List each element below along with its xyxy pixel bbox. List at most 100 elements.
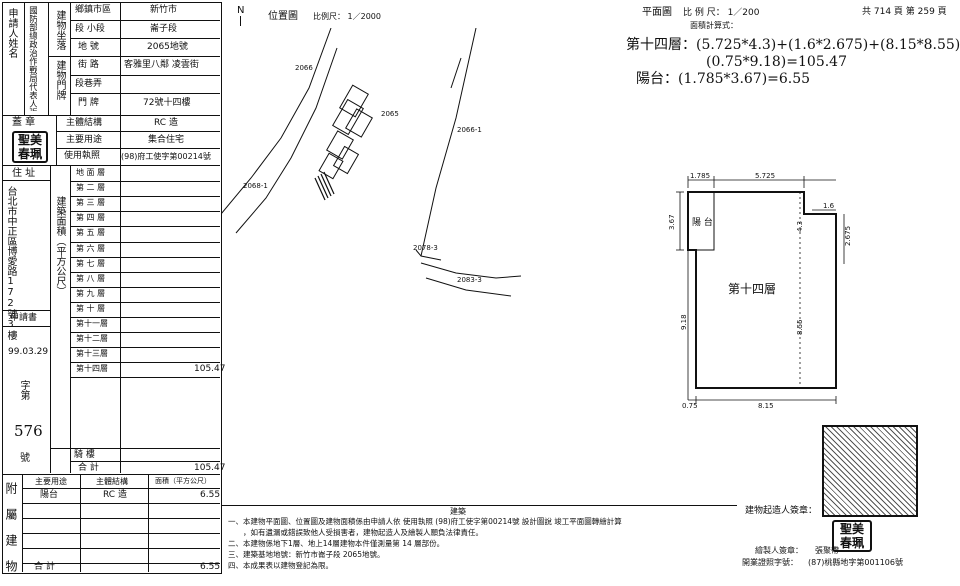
number-label: 門 牌 [78, 98, 99, 108]
annex-col-usage: 主要用途 [35, 477, 67, 486]
floor-row-label: 第 三 層 [76, 198, 106, 208]
dimension-inner-d: 8.55 [796, 319, 804, 335]
site-scale: 比例尺： 1／2000 [313, 12, 381, 21]
city-value: 新竹市 [150, 5, 178, 15]
application-word: 字第 [18, 380, 29, 400]
applicant-value: 國防部總政治作戰局代表人張局長明我 [28, 6, 37, 111]
floor-row-label: 第 二 層 [76, 183, 106, 193]
location-label: 建物坐落 [54, 10, 65, 50]
sheet-info: 共 714 頁 第 259 頁 [862, 7, 947, 17]
lot-number-label: 2066-1 [457, 126, 482, 134]
site-plan-label: 位置圖 [268, 11, 298, 22]
dimension-left-c: 9.18 [680, 314, 688, 330]
usage-label: 主要用途 [66, 135, 103, 145]
lot-number-label: 2078-3 [413, 244, 438, 252]
dimension-inner-a: 4.3 [796, 221, 804, 232]
section-value: 崙子段 [150, 24, 178, 34]
annex-total-value: 6.55 [200, 562, 221, 572]
lot-label: 地 號 [78, 42, 99, 52]
notes-title: 建築 [450, 507, 466, 516]
lot-number-label: 2066 [295, 64, 313, 72]
formula-floor14-line1: 第十四層：(5.725*4.3)+(1.6*2.675)+(8.15*8.55)… [626, 37, 960, 53]
note-line: 四、本成果表以建物登記為限。 [228, 561, 333, 570]
floor-scale: 比 例 尺： 1／200 [683, 8, 760, 18]
lot-value: 2065地號 [147, 42, 188, 52]
dimension-right-b: 2.675 [844, 226, 852, 246]
address-value: 台北市中正區博愛路172號3樓 [5, 186, 16, 340]
doorplate-label: 建物門牌 [54, 60, 65, 100]
note-line: 二、本建物係地下1層、地上14層建物本件僅測量第 14 層部份。 [228, 539, 445, 548]
note-line: ，如有遺漏或錯誤致他人受損害者，建物起造人及繪製人願負法律責任。 [228, 528, 483, 537]
usage-value: 集合住宅 [148, 135, 185, 145]
license-number-label: 開業證照字號： [742, 558, 798, 567]
total-label: 合 計 [78, 463, 99, 473]
application-label: 申請書 [10, 313, 38, 323]
drafter-label: 繪製人簽章： [755, 546, 803, 555]
address-label: 住 址 [12, 168, 36, 179]
applicant-label: 申請人姓名 [6, 8, 17, 58]
lot-number-label: 2083-3 [457, 276, 482, 284]
owner-sign-label: 建物起造人簽章： [745, 506, 818, 516]
floor-row-label: 第 七 層 [76, 258, 106, 268]
application-date: 99.03.29 [8, 347, 49, 357]
lane-label: 段巷弄 [75, 79, 103, 89]
floor-row-value: 105.47 [194, 364, 226, 375]
license-number-value: (87)桃縣地字第001106號 [808, 558, 903, 567]
building-area-label: 建築面積（平方公尺） [54, 196, 65, 296]
floor-row-label: 第十二層 [76, 334, 108, 344]
annex-cell-structure: RC 造 [103, 490, 127, 500]
registration-stamp [822, 425, 918, 517]
note-line: 一、本建物平面圖、位置圖及建物面積係由申請人依 使用執照 (98)府工使字第00… [228, 517, 622, 526]
license-label: 使用執照 [64, 151, 101, 161]
annex-total-label: 合 計 [34, 562, 55, 572]
section-label: 段 小段 [75, 24, 105, 34]
drafter-name: 張聚帶 [815, 546, 839, 555]
floor-room-label: 第十四層 [728, 282, 776, 296]
lot-number-label: 2068-1 [243, 182, 268, 190]
structure-value: RC 造 [154, 118, 178, 128]
dimension-bottom-e: 0.75 [682, 402, 698, 410]
application-suffix: 號 [20, 453, 30, 464]
dimension-right-step: 1.6 [823, 202, 835, 210]
total-value: 105.47 [194, 463, 226, 473]
annex-col-area: 面積（平方公尺） [155, 477, 211, 485]
application-number: 576 [14, 422, 43, 440]
floor-row-label: 第十一層 [76, 319, 108, 328]
floor-row-label: 第 九 層 [76, 288, 106, 298]
street-label: 街 路 [78, 60, 99, 70]
dimension-top-main: 5.725 [755, 172, 775, 180]
annex-cell-usage: 陽台 [40, 490, 59, 500]
formula-floor14-line2: (0.75*9.18)=105.47 [706, 54, 847, 70]
owner-seal: 聖美 春珮 [832, 520, 872, 552]
license-value: (98)府工使字第00214號 [121, 152, 211, 161]
street-value: 客雅里八鄰 凌雲街 [124, 60, 199, 70]
note-line: 三、建築基地地號：新竹市崙子段 2065地號。 [228, 550, 385, 559]
floor-row-label: 第 十 層 [76, 303, 106, 313]
structure-label: 主體結構 [66, 118, 103, 128]
dimension-top-balcony: 1.785 [690, 172, 710, 180]
area-calc-label: 面積計算式： [690, 21, 738, 30]
floor-row-label: 第 四 層 [76, 213, 106, 223]
floor-plan-label: 平面圖 [642, 7, 672, 18]
floor-row-label: 第十三層 [76, 349, 108, 359]
arcade-label: 騎 樓 [74, 450, 95, 460]
city-label: 鄉鎮市區 [75, 5, 112, 15]
dimension-left-balcony: 3.67 [668, 214, 676, 230]
number-value: 72號十四樓 [143, 98, 191, 108]
floor-balcony-label: 陽 台 [692, 216, 713, 228]
annex-cell-area: 6.55 [200, 490, 221, 500]
lot-number-label: 2065 [381, 110, 399, 118]
annex-col-structure: 主體結構 [96, 477, 128, 486]
floor-row-label: 地 面 層 [76, 168, 106, 177]
floor-row-label: 第 八 層 [76, 273, 106, 283]
annex-side-label: 附屬建物 [4, 482, 18, 586]
seal-stamp: 聖美 春珮 [12, 131, 48, 163]
site-map: 2066 2065 2066-1 2068-1 2078-3 2083-3 [221, 28, 522, 297]
north-label: N [237, 5, 245, 16]
seal-label: 蓋 章 [12, 117, 36, 128]
formula-balcony: 陽台：(1.785*3.67)=6.55 [636, 71, 811, 87]
floor-row-label: 第 六 層 [76, 243, 106, 253]
floor-row-label: 第 五 層 [76, 228, 106, 238]
floor-row-label: 第十四層 [76, 364, 108, 374]
